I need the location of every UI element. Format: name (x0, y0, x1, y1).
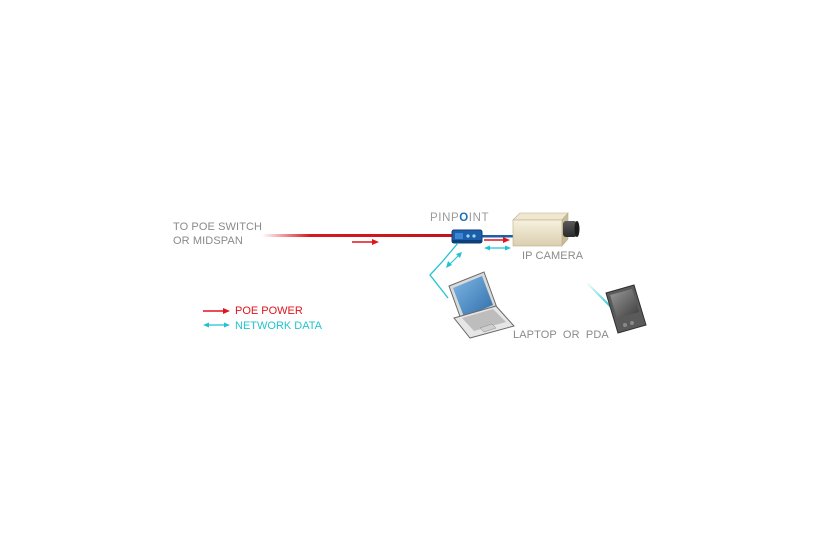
laptop-icon (448, 271, 515, 339)
legend-power-arrow (203, 308, 230, 314)
pda-icon (605, 284, 647, 334)
camera-cable (480, 235, 514, 238)
client-label: LAPTOP OR PDA (513, 329, 609, 341)
brand-prefix: PINP (430, 212, 460, 224)
pinpoint-device (451, 229, 483, 244)
laptop-data-arrow (446, 252, 462, 268)
laptop-data-cable (429, 242, 459, 299)
source-label-line2: OR MIDSPAN (173, 235, 243, 247)
brand-highlight: O (459, 212, 469, 224)
camera-label: IP CAMERA (522, 250, 584, 262)
legend-power-label: POE POWER (235, 305, 303, 317)
source-label: TO POE SWITCH OR MIDSPAN (173, 220, 262, 248)
camera-power-arrow (484, 237, 510, 243)
legend-data-label: NETWORK DATA (235, 320, 322, 332)
camera-data-arrow (484, 245, 511, 251)
legend-data-arrow (203, 322, 230, 328)
ip-camera-icon (512, 212, 580, 247)
pinpoint-brand-logo: PINPOINT (430, 212, 489, 224)
source-label-line1: TO POE SWITCH (173, 221, 263, 233)
power-flow-arrow (352, 239, 379, 245)
pda-wireless-link (585, 281, 613, 309)
poe-cable (262, 234, 454, 237)
brand-suffix: INT (468, 212, 490, 224)
